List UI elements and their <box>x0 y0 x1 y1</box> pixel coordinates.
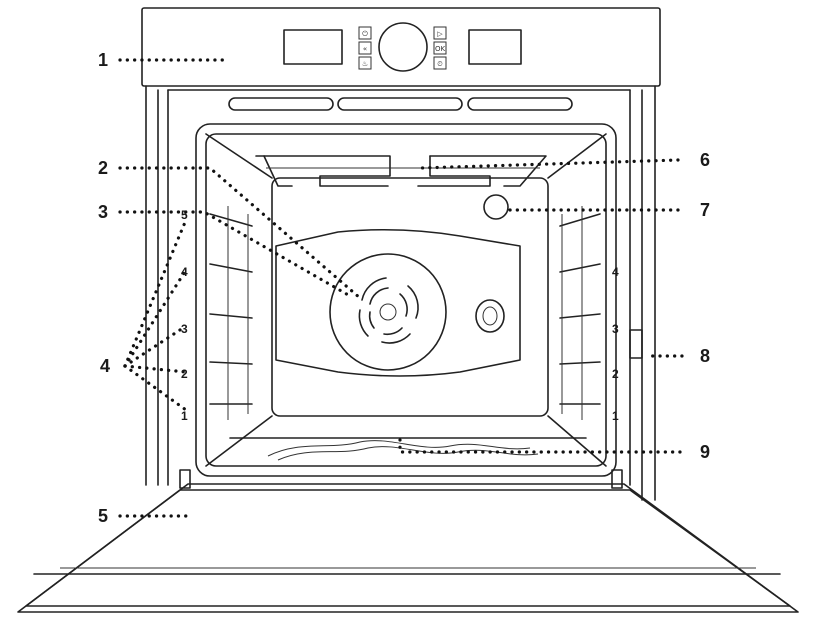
shelf-level-labels-left: 5 4 3 2 1 <box>181 208 188 423</box>
callout-9: 9 <box>700 442 710 462</box>
fan-cover <box>275 228 521 377</box>
function-button <box>358 56 372 70</box>
ok-button <box>433 41 447 55</box>
start-icon: ▷ <box>437 30 443 38</box>
shelf-level-right: 1 <box>612 409 619 423</box>
timer-icon: ⏲ <box>437 60 443 68</box>
shelf-level-left: 3 <box>181 322 188 336</box>
callout-4: 4 <box>100 356 110 376</box>
shelf-level-right: 4 <box>612 265 619 279</box>
back-icon: « <box>363 45 367 53</box>
left-display <box>283 29 343 65</box>
shelf-level-left: 5 <box>181 208 188 222</box>
oven-lamp <box>483 194 509 220</box>
shelf-level-right: 3 <box>612 322 619 336</box>
oven-frame <box>145 85 656 501</box>
shelf-rails-right <box>559 206 601 420</box>
vent-slot <box>228 97 334 111</box>
leader-lines <box>118 58 684 518</box>
door-hinge-left <box>179 469 191 489</box>
shelf-level-left: 4 <box>181 265 188 279</box>
vent-slot <box>337 97 463 111</box>
callout-8: 8 <box>700 346 710 366</box>
callout-7: 7 <box>700 200 710 220</box>
callout-5: 5 <box>98 506 108 526</box>
control-knob <box>378 22 428 72</box>
oven-cavity <box>195 123 617 477</box>
start-button <box>433 26 447 40</box>
top-heating-element <box>255 155 547 187</box>
callout-2: 2 <box>98 158 108 178</box>
fan-blades <box>358 277 419 344</box>
shelf-level-left: 2 <box>181 367 188 381</box>
callout-1: 1 <box>98 50 108 70</box>
door-hinge-right <box>611 469 623 489</box>
callout-3: 3 <box>98 202 108 222</box>
shelf-level-right: 2 <box>612 367 619 381</box>
back-button <box>358 41 372 55</box>
hinge-plate <box>629 329 643 359</box>
vent-slot <box>467 97 573 111</box>
shelf-level-left: 1 <box>181 409 188 423</box>
power-icon: ⏻ <box>362 30 368 38</box>
callout-numbers: 1 2 3 4 5 6 7 8 9 <box>98 50 710 526</box>
callout-6: 6 <box>700 150 710 170</box>
oven-door <box>17 469 799 613</box>
control-panel: ⏻ « ♨ ▷ OK ⏲ <box>141 7 661 87</box>
right-display <box>468 29 522 65</box>
timer-button <box>433 56 447 70</box>
function-icon: ♨ <box>362 60 368 68</box>
shelf-rails-left <box>209 206 253 420</box>
power-button <box>358 26 372 40</box>
ok-label: OK <box>435 45 446 53</box>
shelf-level-labels-right: 4 3 2 1 <box>612 265 619 423</box>
